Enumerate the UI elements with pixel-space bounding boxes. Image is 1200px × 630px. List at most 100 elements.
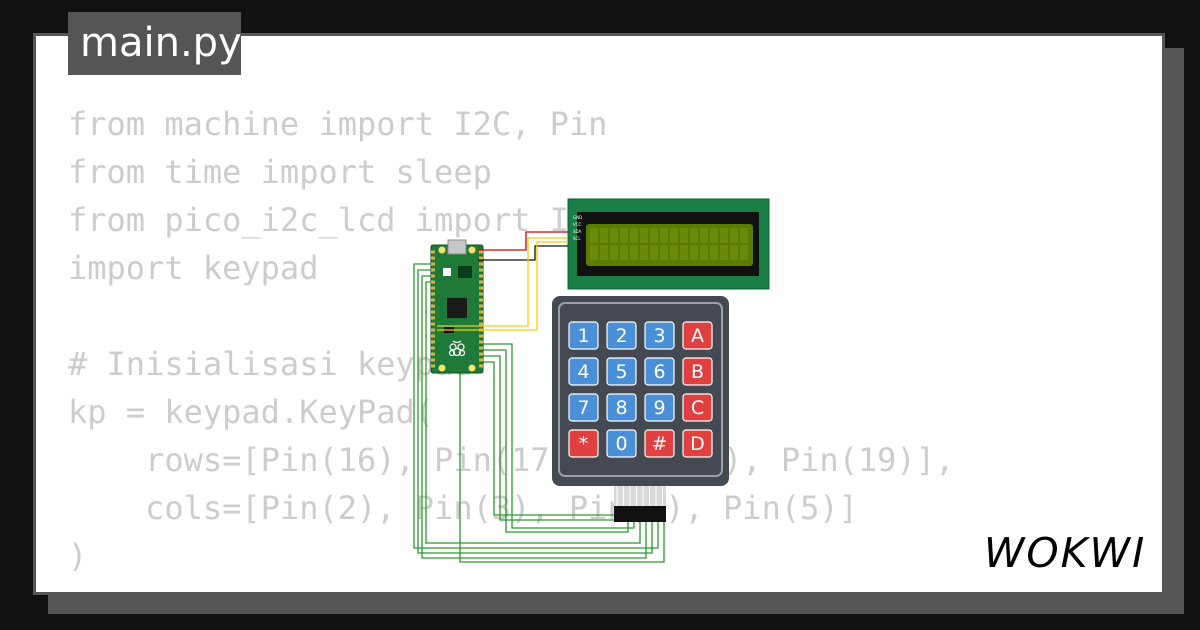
- pico-pin: [479, 250, 483, 254]
- key-label: 6: [653, 361, 665, 383]
- key-label: 0: [615, 433, 627, 455]
- lcd-char-cell: [710, 245, 718, 260]
- key-label: C: [691, 397, 704, 419]
- key-label: 8: [615, 397, 627, 419]
- key-label: *: [579, 433, 589, 455]
- lcd-char-cell: [640, 228, 648, 243]
- lcd-char-cell: [600, 245, 608, 260]
- pico-pin: [431, 298, 435, 302]
- lcd-char-cell: [710, 228, 718, 243]
- lcd-char-cell: [590, 245, 598, 260]
- keypad-key[interactable]: C: [682, 393, 713, 422]
- pico-pin: [431, 346, 435, 350]
- pico-pin: [479, 352, 483, 356]
- pico-pin: [479, 310, 483, 314]
- lcd-char-cell: [630, 245, 638, 260]
- lcd-pin-label: VCC: [573, 222, 582, 227]
- lcd-char-cell: [690, 228, 698, 243]
- keypad-wires: [413, 263, 665, 563]
- pico-pin: [479, 334, 483, 338]
- keypad-wire: [413, 263, 659, 549]
- keypad-ribbon: [614, 486, 666, 506]
- key-label: #: [652, 433, 668, 455]
- key-label: 9: [653, 397, 665, 419]
- pico-pin: [431, 322, 435, 326]
- keypad-key[interactable]: 3: [644, 321, 675, 350]
- pico-pin: [479, 322, 483, 326]
- key-cap: [568, 321, 599, 350]
- key-cap: [568, 393, 599, 422]
- lcd-char-cell: [630, 228, 638, 243]
- wire-gnd: [478, 245, 568, 261]
- keypad-key[interactable]: 9: [644, 393, 675, 422]
- keypad-key[interactable]: A: [682, 321, 713, 350]
- keypad-key[interactable]: D: [682, 429, 713, 458]
- lcd-char-cell: [620, 228, 628, 243]
- pico-pin: [479, 292, 483, 296]
- wire-vcc: [478, 231, 568, 251]
- pico-pin: [479, 304, 483, 308]
- lcd-pin-labels: GND VCC SDA SCL: [573, 215, 582, 241]
- keypad-wire: [417, 269, 653, 554]
- mount-hole: [438, 364, 446, 372]
- mount-hole: [468, 364, 476, 372]
- keypad-key[interactable]: 2: [606, 321, 637, 350]
- keypad-key[interactable]: #: [644, 429, 675, 458]
- pico-pin: [479, 316, 483, 320]
- lcd-char-cell: [740, 228, 748, 243]
- lcd-display[interactable]: GND VCC SDA SCL: [567, 198, 770, 290]
- key-label: 4: [577, 361, 589, 383]
- pico-pin: [431, 280, 435, 284]
- pico-pin: [479, 340, 483, 344]
- pico-pin: [431, 262, 435, 266]
- keypad-key[interactable]: *: [568, 429, 599, 458]
- raspberry-pi-pico[interactable]: [430, 239, 484, 374]
- key-cap: [644, 429, 675, 458]
- code-line: kp = keypad.KeyPad(: [68, 393, 435, 431]
- keypad-wire: [421, 275, 647, 559]
- key-cap: [644, 321, 675, 350]
- keypad-key[interactable]: 6: [644, 357, 675, 386]
- keypad-key[interactable]: 0: [606, 429, 637, 458]
- key-label: 1: [577, 325, 589, 347]
- lcd-char-cell: [680, 245, 688, 260]
- keypad-key[interactable]: 7: [568, 393, 599, 422]
- code-line: ): [68, 537, 88, 575]
- pico-pin: [431, 292, 435, 296]
- keypad-key[interactable]: 4: [568, 357, 599, 386]
- key-label: 2: [615, 325, 627, 347]
- lcd-char-cell: [720, 245, 728, 260]
- key-cap: [606, 357, 637, 386]
- keypad-wire: [459, 368, 665, 563]
- usb-connector: [447, 239, 467, 255]
- keypad-key[interactable]: 5: [606, 357, 637, 386]
- wire-scl: [437, 241, 568, 331]
- pico-pin: [431, 268, 435, 272]
- keypad-frame: [558, 302, 723, 477]
- lcd-char-cell: [660, 228, 668, 243]
- pico-pin: [431, 304, 435, 308]
- wire-sda: [437, 237, 568, 327]
- lcd-char-cell: [610, 245, 618, 260]
- pico-pin: [479, 268, 483, 272]
- keypad-key[interactable]: B: [682, 357, 713, 386]
- pico-pin: [431, 352, 435, 356]
- key-cap: [606, 393, 637, 422]
- keypad-wire: [425, 281, 641, 544]
- lcd-char-cell: [600, 228, 608, 243]
- pico-pin: [431, 340, 435, 344]
- key-cap: [568, 429, 599, 458]
- pico-pin: [479, 298, 483, 302]
- keypad-key[interactable]: 8: [606, 393, 637, 422]
- file-tab[interactable]: main.py: [68, 12, 242, 75]
- pico-pin: [431, 250, 435, 254]
- lcd-char-cell: [620, 245, 628, 260]
- lcd-char-cell: [680, 228, 688, 243]
- lcd-char-cell: [700, 245, 708, 260]
- code-line: import keypad: [68, 249, 319, 287]
- key-cap: [606, 429, 637, 458]
- keypad-key[interactable]: 1: [568, 321, 599, 350]
- keypad-wire: [478, 349, 629, 533]
- code-line: from machine import I2C, Pin: [68, 105, 608, 143]
